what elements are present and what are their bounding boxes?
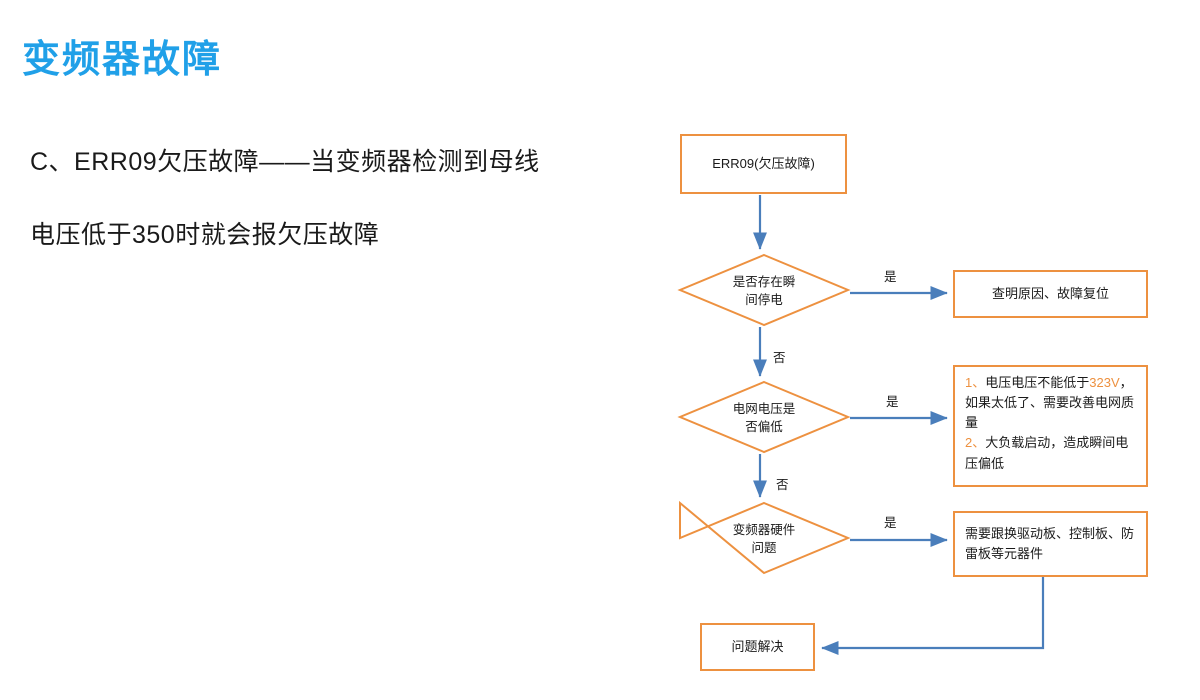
flow-node-start-label: ERR09(欠压故障) bbox=[712, 155, 815, 171]
flow-node-action-1[interactable]: 查明原因、故障复位 bbox=[953, 270, 1148, 318]
action-2-item-1-text-a: 电压电压不能低于 bbox=[985, 375, 1090, 390]
decision-shape-1 bbox=[677, 253, 851, 327]
action-2-item-2: 2、大负载启动，造成瞬间电压偏低 bbox=[965, 433, 1138, 473]
action-2-item-2-number: 2、 bbox=[965, 435, 986, 451]
body-paragraph-line-1: C、ERR09欠压故障——当变频器检测到母线 bbox=[30, 148, 540, 176]
body-paragraph-line-2: 电压低于350时就会报欠压故障 bbox=[30, 221, 380, 249]
flow-node-start[interactable]: ERR09(欠压故障) bbox=[680, 134, 847, 194]
flow-node-action-3[interactable]: 需要跟换驱动板、控制板、防雷板等元器件 bbox=[953, 511, 1148, 577]
action-1-label: 查明原因、故障复位 bbox=[991, 285, 1109, 301]
decision-shape-3 bbox=[679, 500, 851, 575]
action-2-item-1-value: 323V bbox=[1089, 375, 1120, 390]
flow-node-end[interactable]: 问题解决 bbox=[700, 623, 815, 671]
connector-action3-to-end bbox=[821, 577, 1045, 656]
edge-label-decision1-no: 否 bbox=[773, 351, 786, 365]
edge-label-decision2-yes: 是 bbox=[886, 395, 899, 409]
flow-node-end-label: 问题解决 bbox=[731, 638, 784, 654]
page-title: 变频器故障 bbox=[22, 39, 223, 81]
action-2-item-1: 1、电压电压不能低于323V，如果太低了、需要改善电网质量 bbox=[965, 373, 1138, 433]
action-2-item-2-text: 大负载启动，造成瞬间电压偏低 bbox=[965, 435, 1129, 471]
edge-label-decision3-yes: 是 bbox=[884, 516, 897, 530]
action-3-label: 需要跟换驱动板、控制板、防雷板等元器件 bbox=[965, 525, 1135, 561]
flow-node-action-2[interactable]: 1、电压电压不能低于323V，如果太低了、需要改善电网质量 2、大负载启动，造成… bbox=[953, 365, 1148, 487]
action-2-item-1-number: 1、 bbox=[965, 375, 986, 390]
decision-shape-2 bbox=[677, 380, 851, 454]
edge-label-decision2-no: 否 bbox=[776, 478, 789, 492]
action-2-item-1-text-b: ，如果太低了、需要改善电网质量 bbox=[965, 375, 1135, 431]
edge-label-decision1-yes: 是 bbox=[884, 270, 897, 284]
